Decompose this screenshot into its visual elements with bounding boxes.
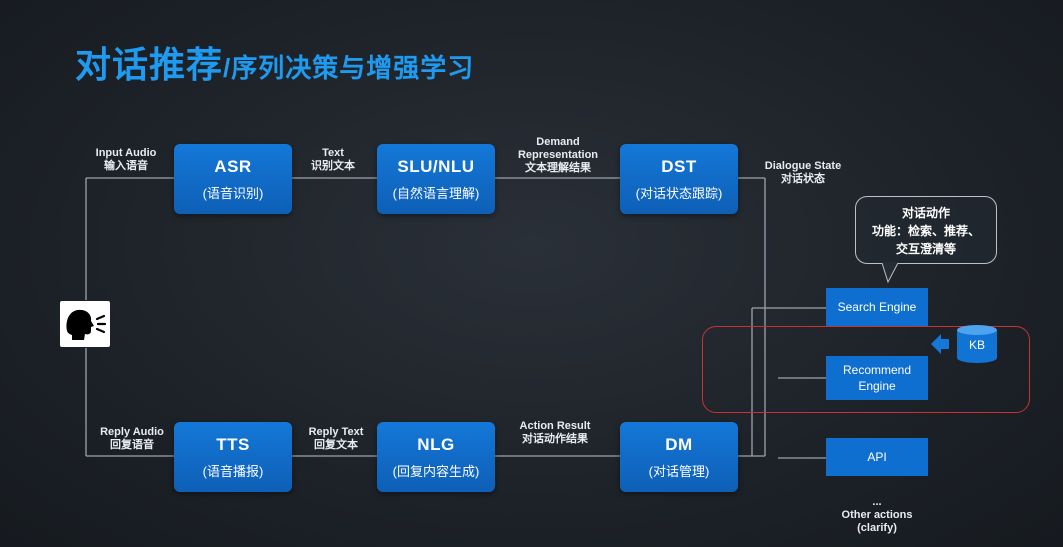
dialogue-state-en: Dialogue State	[764, 160, 842, 172]
page-title: 对话推荐/序列决策与增强学习	[75, 36, 474, 88]
kb-arrow-icon	[931, 334, 949, 354]
other-actions-line1: Other actions	[841, 509, 913, 521]
other-actions-line2: (clarify)	[857, 522, 897, 534]
input-audio-en: Input Audio	[95, 147, 157, 159]
demand-en2: Representation	[517, 149, 599, 161]
api-label: API	[867, 450, 887, 464]
reply-audio-label: Reply Audio 回复语音	[94, 426, 170, 452]
reply-text-label: Reply Text 回复文本	[300, 426, 372, 452]
dst-subtitle: (对话状态跟踪)	[635, 185, 723, 201]
title-sub: /序列决策与增强学习	[223, 53, 475, 83]
text-label: Text 识别文本	[298, 147, 368, 173]
dialogue-action-bubble: 对话动作 功能：检索、推荐、 交互澄清等	[855, 196, 997, 264]
action-result-cn: 对话动作结果	[522, 433, 588, 445]
demand-label: Demand Representation 文本理解结果	[508, 136, 608, 175]
bubble-tail	[881, 262, 899, 284]
kb-label: KB	[968, 338, 985, 352]
search-engine-box: Search Engine	[826, 288, 928, 326]
nlg-title: NLG	[417, 434, 455, 454]
action-result-label: Action Result 对话动作结果	[508, 420, 602, 446]
nlg-box: NLG (回复内容生成)	[377, 422, 495, 492]
title-main: 对话推荐	[75, 44, 224, 85]
slu-box: SLU/NLU (自然语言理解)	[377, 144, 495, 214]
action-result-en: Action Result	[519, 420, 591, 432]
bubble-line3: 交互澄清等	[895, 242, 956, 256]
dst-box: DST (对话状态跟踪)	[620, 144, 738, 214]
reply-text-cn: 回复文本	[314, 439, 358, 451]
dialogue-state-label: Dialogue State 对话状态	[755, 160, 851, 186]
text-cn: 识别文本	[311, 160, 355, 172]
bubble-line1: 对话动作	[901, 206, 950, 220]
reply-audio-en: Reply Audio	[100, 426, 164, 438]
demand-cn: 文本理解结果	[525, 162, 591, 174]
other-actions-dots: ...	[872, 496, 882, 508]
text-en: Text	[322, 147, 344, 159]
asr-box: ASR (语音识别)	[174, 144, 292, 214]
recommend-engine-line1: Recommend	[842, 363, 912, 377]
reply-audio-cn: 回复语音	[110, 439, 154, 451]
input-audio-cn: 输入语音	[104, 160, 148, 172]
slu-subtitle: (自然语言理解)	[392, 185, 480, 201]
database-icon	[957, 325, 997, 363]
demand-en1: Demand	[536, 136, 580, 148]
speaking-head-icon	[60, 301, 110, 347]
asr-title: ASR	[214, 156, 252, 176]
asr-subtitle: (语音识别)	[202, 185, 264, 201]
tts-subtitle: (语音播报)	[202, 463, 264, 479]
input-audio-label: Input Audio 输入语音	[88, 147, 164, 173]
recommend-engine-line2: Engine	[858, 379, 896, 393]
dm-box: DM (对话管理)	[620, 422, 738, 492]
recommend-engine-box: Recommend Engine	[826, 356, 928, 400]
kb-database: KB	[955, 324, 999, 364]
api-box: API	[826, 438, 928, 476]
nlg-subtitle: (回复内容生成)	[392, 463, 480, 479]
dm-title: DM	[665, 434, 693, 454]
tts-box: TTS (语音播报)	[174, 422, 292, 492]
reply-text-en: Reply Text	[308, 426, 364, 438]
search-engine-label: Search Engine	[837, 300, 917, 314]
bubble-line2: 功能：检索、推荐、	[871, 224, 980, 238]
highlight-frame	[702, 326, 1030, 413]
dst-title: DST	[661, 156, 697, 176]
dialogue-state-cn: 对话状态	[781, 173, 825, 185]
dm-subtitle: (对话管理)	[648, 463, 710, 479]
other-actions-label: ... Other actions (clarify)	[830, 496, 924, 535]
slu-title: SLU/NLU	[397, 156, 475, 176]
tts-title: TTS	[216, 434, 250, 454]
